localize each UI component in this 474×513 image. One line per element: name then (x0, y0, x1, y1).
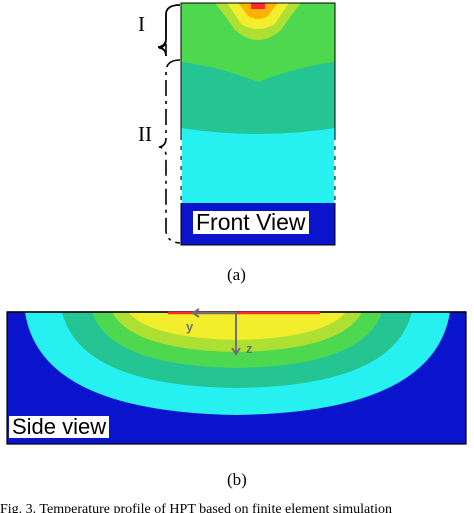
front-view-figure (157, 2, 336, 246)
front-band-green (181, 3, 335, 82)
front-view-label: Front View (193, 211, 309, 234)
region-2-label: II (138, 122, 152, 146)
axis-y-label: y (186, 319, 194, 334)
side-view-label: Side view (9, 416, 110, 438)
front-hotspot-red (251, 3, 265, 9)
region-1-brace-body (158, 4, 181, 57)
axis-z-label: z (246, 341, 253, 356)
front-band-orange (238, 3, 278, 19)
panel-a-label: (a) (227, 265, 246, 284)
figure-caption: Fig. 3. Temperature profile of HPT based… (0, 503, 392, 513)
region-1-label: I (138, 12, 145, 36)
coordinate-axes (191, 308, 241, 356)
region-2-brace (158, 59, 181, 244)
panel-b-label: (b) (227, 470, 247, 489)
front-view-border (180, 2, 336, 246)
